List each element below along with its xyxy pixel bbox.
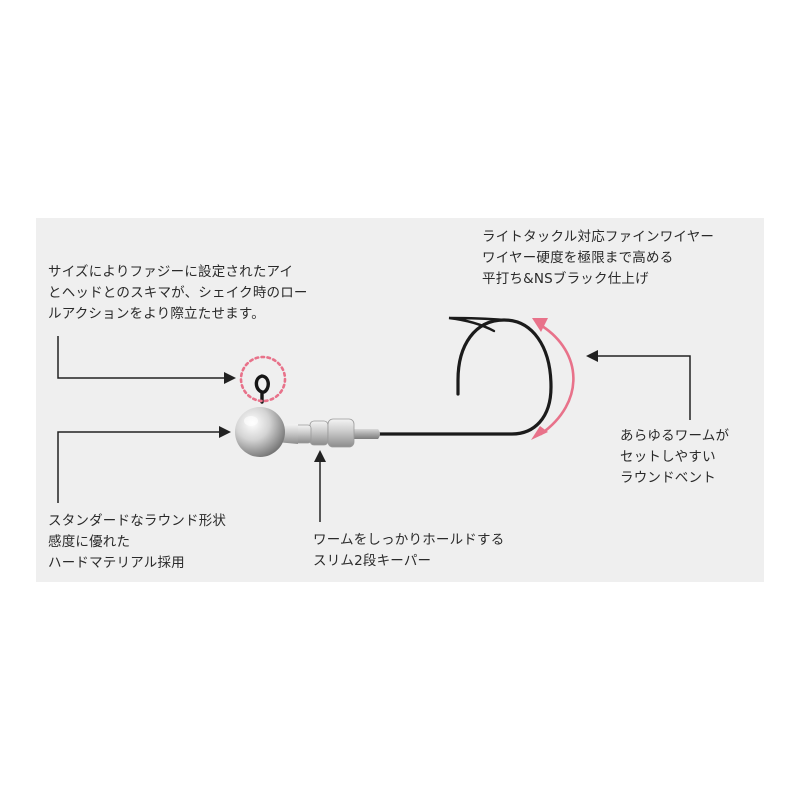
callout-fine-wire-line-3: 平打ち&NSブラック仕上げ [482, 271, 649, 287]
callout-round-bend-line-3: ラウンドベント [620, 470, 716, 486]
keeper [294, 418, 355, 448]
hook-point [448, 316, 506, 333]
leader-lines [57, 336, 691, 522]
leader-eye [57, 336, 230, 379]
eye-highlight-circle [239, 355, 287, 403]
callout-fine-wire-line-2: ワイヤー硬度を極限まで高める [482, 250, 674, 266]
leader-arrowheads [219, 350, 598, 462]
leader-head [57, 431, 225, 503]
arrowhead-keeper [314, 450, 326, 462]
callout-fine-wire: ライトタックル対応ファインワイヤー ワイヤー硬度を極限まで高める 平打ち&NSブ… [482, 227, 714, 290]
callout-eye-gap-line-1: サイズによりファジーに設定されたアイ [48, 264, 294, 280]
callout-keeper-line-1: ワームをしっかりホールドする [313, 532, 505, 548]
hook-wire [370, 318, 553, 436]
callout-round-bend-line-1: あらゆるワームが [620, 428, 730, 444]
callout-fine-wire-line-1: ライトタックル対応ファインワイヤー [482, 229, 715, 245]
callout-round-head-line-3: ハードマテリアル採用 [48, 555, 185, 571]
arrowhead-eye [224, 372, 236, 384]
round-head [235, 407, 285, 457]
callout-round-head-line-1: スタンダードなラウンド形状 [48, 513, 227, 529]
callout-keeper-line-2: スリム2段キーパー [313, 553, 432, 569]
callout-round-head-line-2: 感度に優れた [48, 534, 131, 550]
callout-eye-gap-line-3: ルアクションをより際立たせます。 [48, 306, 265, 322]
callout-round-bend-line-2: セットしやすい [620, 449, 716, 465]
callout-eye-gap-line-2: とヘッドとのスキマが、シェイク時のロー [48, 285, 308, 301]
line-eye [254, 374, 270, 404]
arrowhead-head [219, 426, 231, 438]
callout-keeper: ワームをしっかりホールドする スリム2段キーパー [313, 530, 504, 572]
leader-bend [592, 355, 691, 420]
arrowhead-bend [586, 350, 598, 362]
callout-round-head: スタンダードなラウンド形状 感度に優れた ハードマテリアル採用 [48, 511, 226, 574]
callout-round-bend: あらゆるワームが セットしやすい ラウンドベント [620, 426, 729, 489]
callout-eye-gap: サイズによりファジーに設定されたアイ とヘッドとのスキマが、シェイク時のロー ル… [48, 262, 308, 325]
bend-double-arrow [531, 318, 575, 440]
diagram-panel [36, 218, 764, 582]
